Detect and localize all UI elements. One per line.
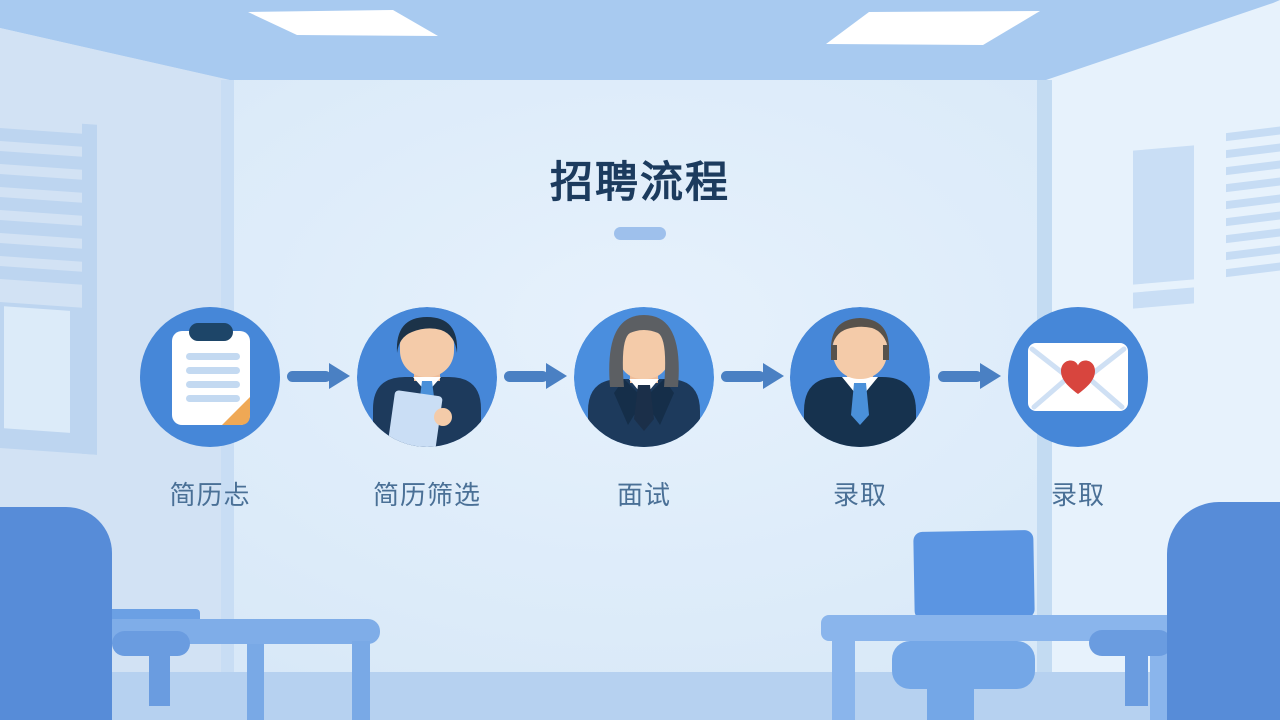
office-chair-left [0,507,112,720]
desk-chair-seat [892,641,1035,689]
step-label: 录取 [832,481,887,511]
flow-step-hired: 录取 [790,307,930,511]
step-label: 简历忐 [169,481,251,511]
flow-step-interview: 面试 [574,307,714,511]
interview-candidate-icon [574,307,714,447]
resume-clipboard-icon [140,307,280,447]
desk-leg [832,641,855,720]
ceiling [0,0,1280,80]
desk-chair-post [927,684,974,720]
flow-step-screening: 简历筛选 [357,307,497,511]
table-leg [352,641,370,720]
flow-step-resume: 简历忐 [140,307,280,511]
hired-employee-icon [790,307,930,447]
step-label: 面试 [616,481,671,511]
flow-step-offer: 录取 [1008,307,1148,511]
office-chair-right [1167,502,1280,720]
chair-armrest-post [149,650,170,706]
offer-envelope-icon [1008,307,1148,447]
step-label: 录取 [1050,481,1105,511]
page-title: 招聘流程 [550,158,730,208]
title-underline [614,227,666,240]
recruiter-screening-icon [357,307,497,447]
computer-monitor [913,529,1035,621]
title-area: 招聘流程 [0,148,1280,210]
step-label: 简历筛选 [372,481,481,511]
chair-armrest-post [1125,648,1148,706]
table-leg [247,644,264,720]
floor [0,672,1280,720]
